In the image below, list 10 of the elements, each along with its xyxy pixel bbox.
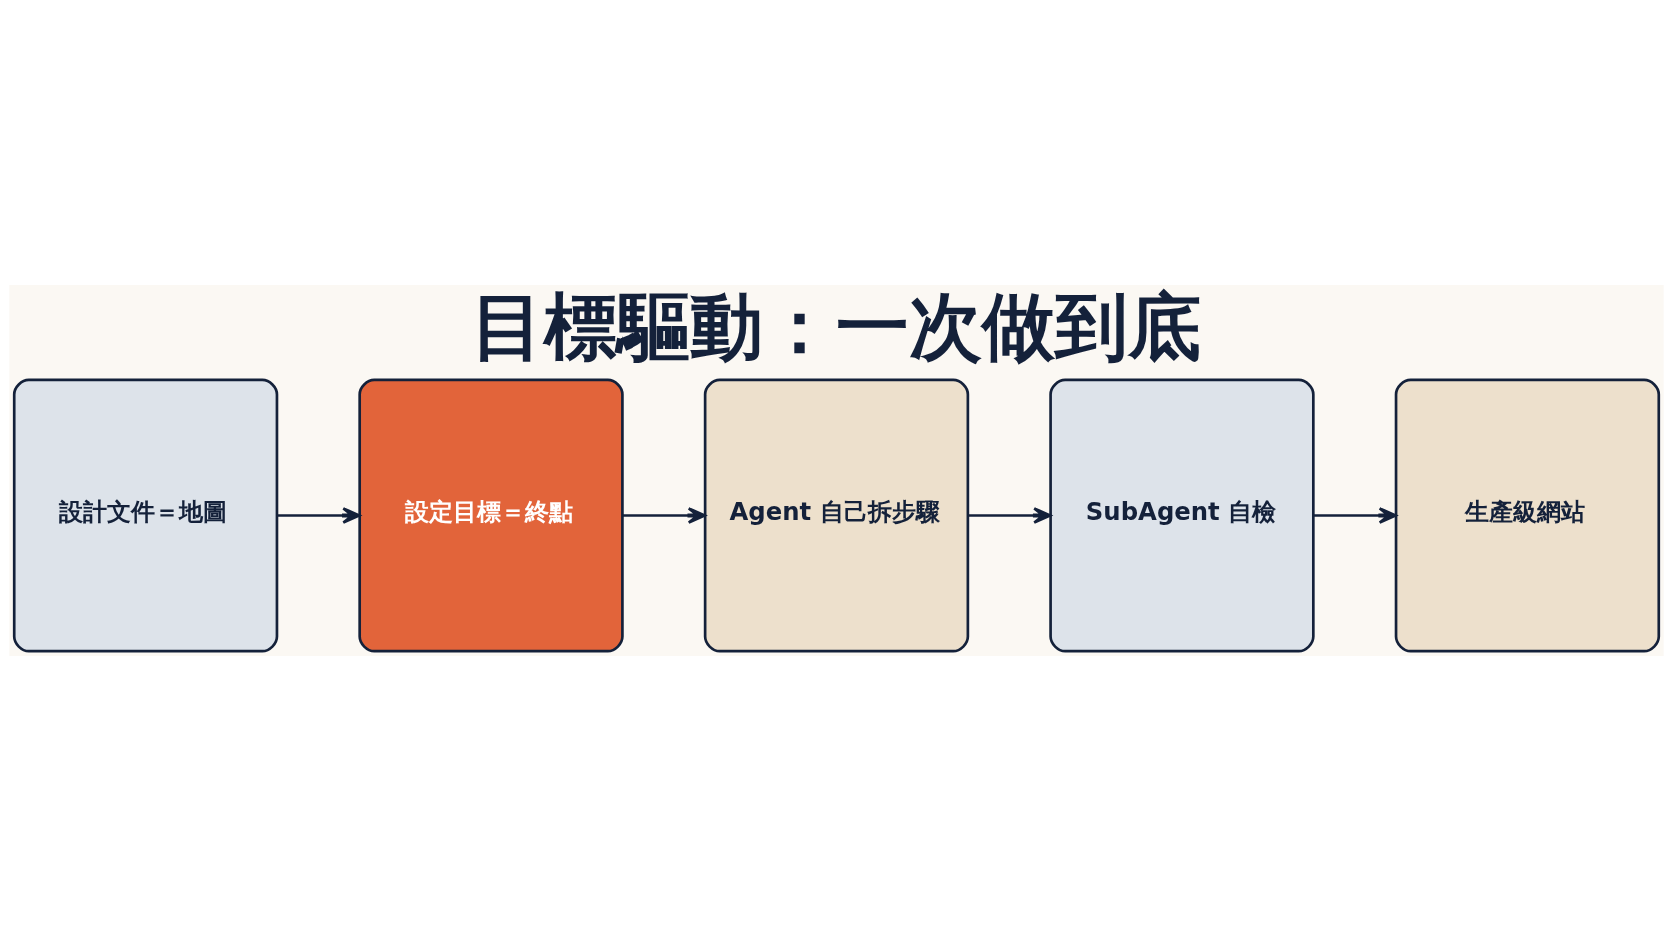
arrow	[276, 507, 360, 524]
arrow	[1312, 507, 1397, 524]
node-box: 生產級網站	[1394, 378, 1660, 653]
diagram-title: 目標驅動：一次做到底	[470, 283, 1201, 369]
node-box: 設定目標＝終點	[357, 378, 624, 653]
node-box: Agent 自己拆步驟	[703, 378, 969, 653]
arrow	[621, 507, 706, 524]
node-box: SubAgent 自檢	[1048, 378, 1315, 653]
arrow	[967, 507, 1051, 524]
node-box: 設計文件＝地圖	[12, 378, 278, 653]
